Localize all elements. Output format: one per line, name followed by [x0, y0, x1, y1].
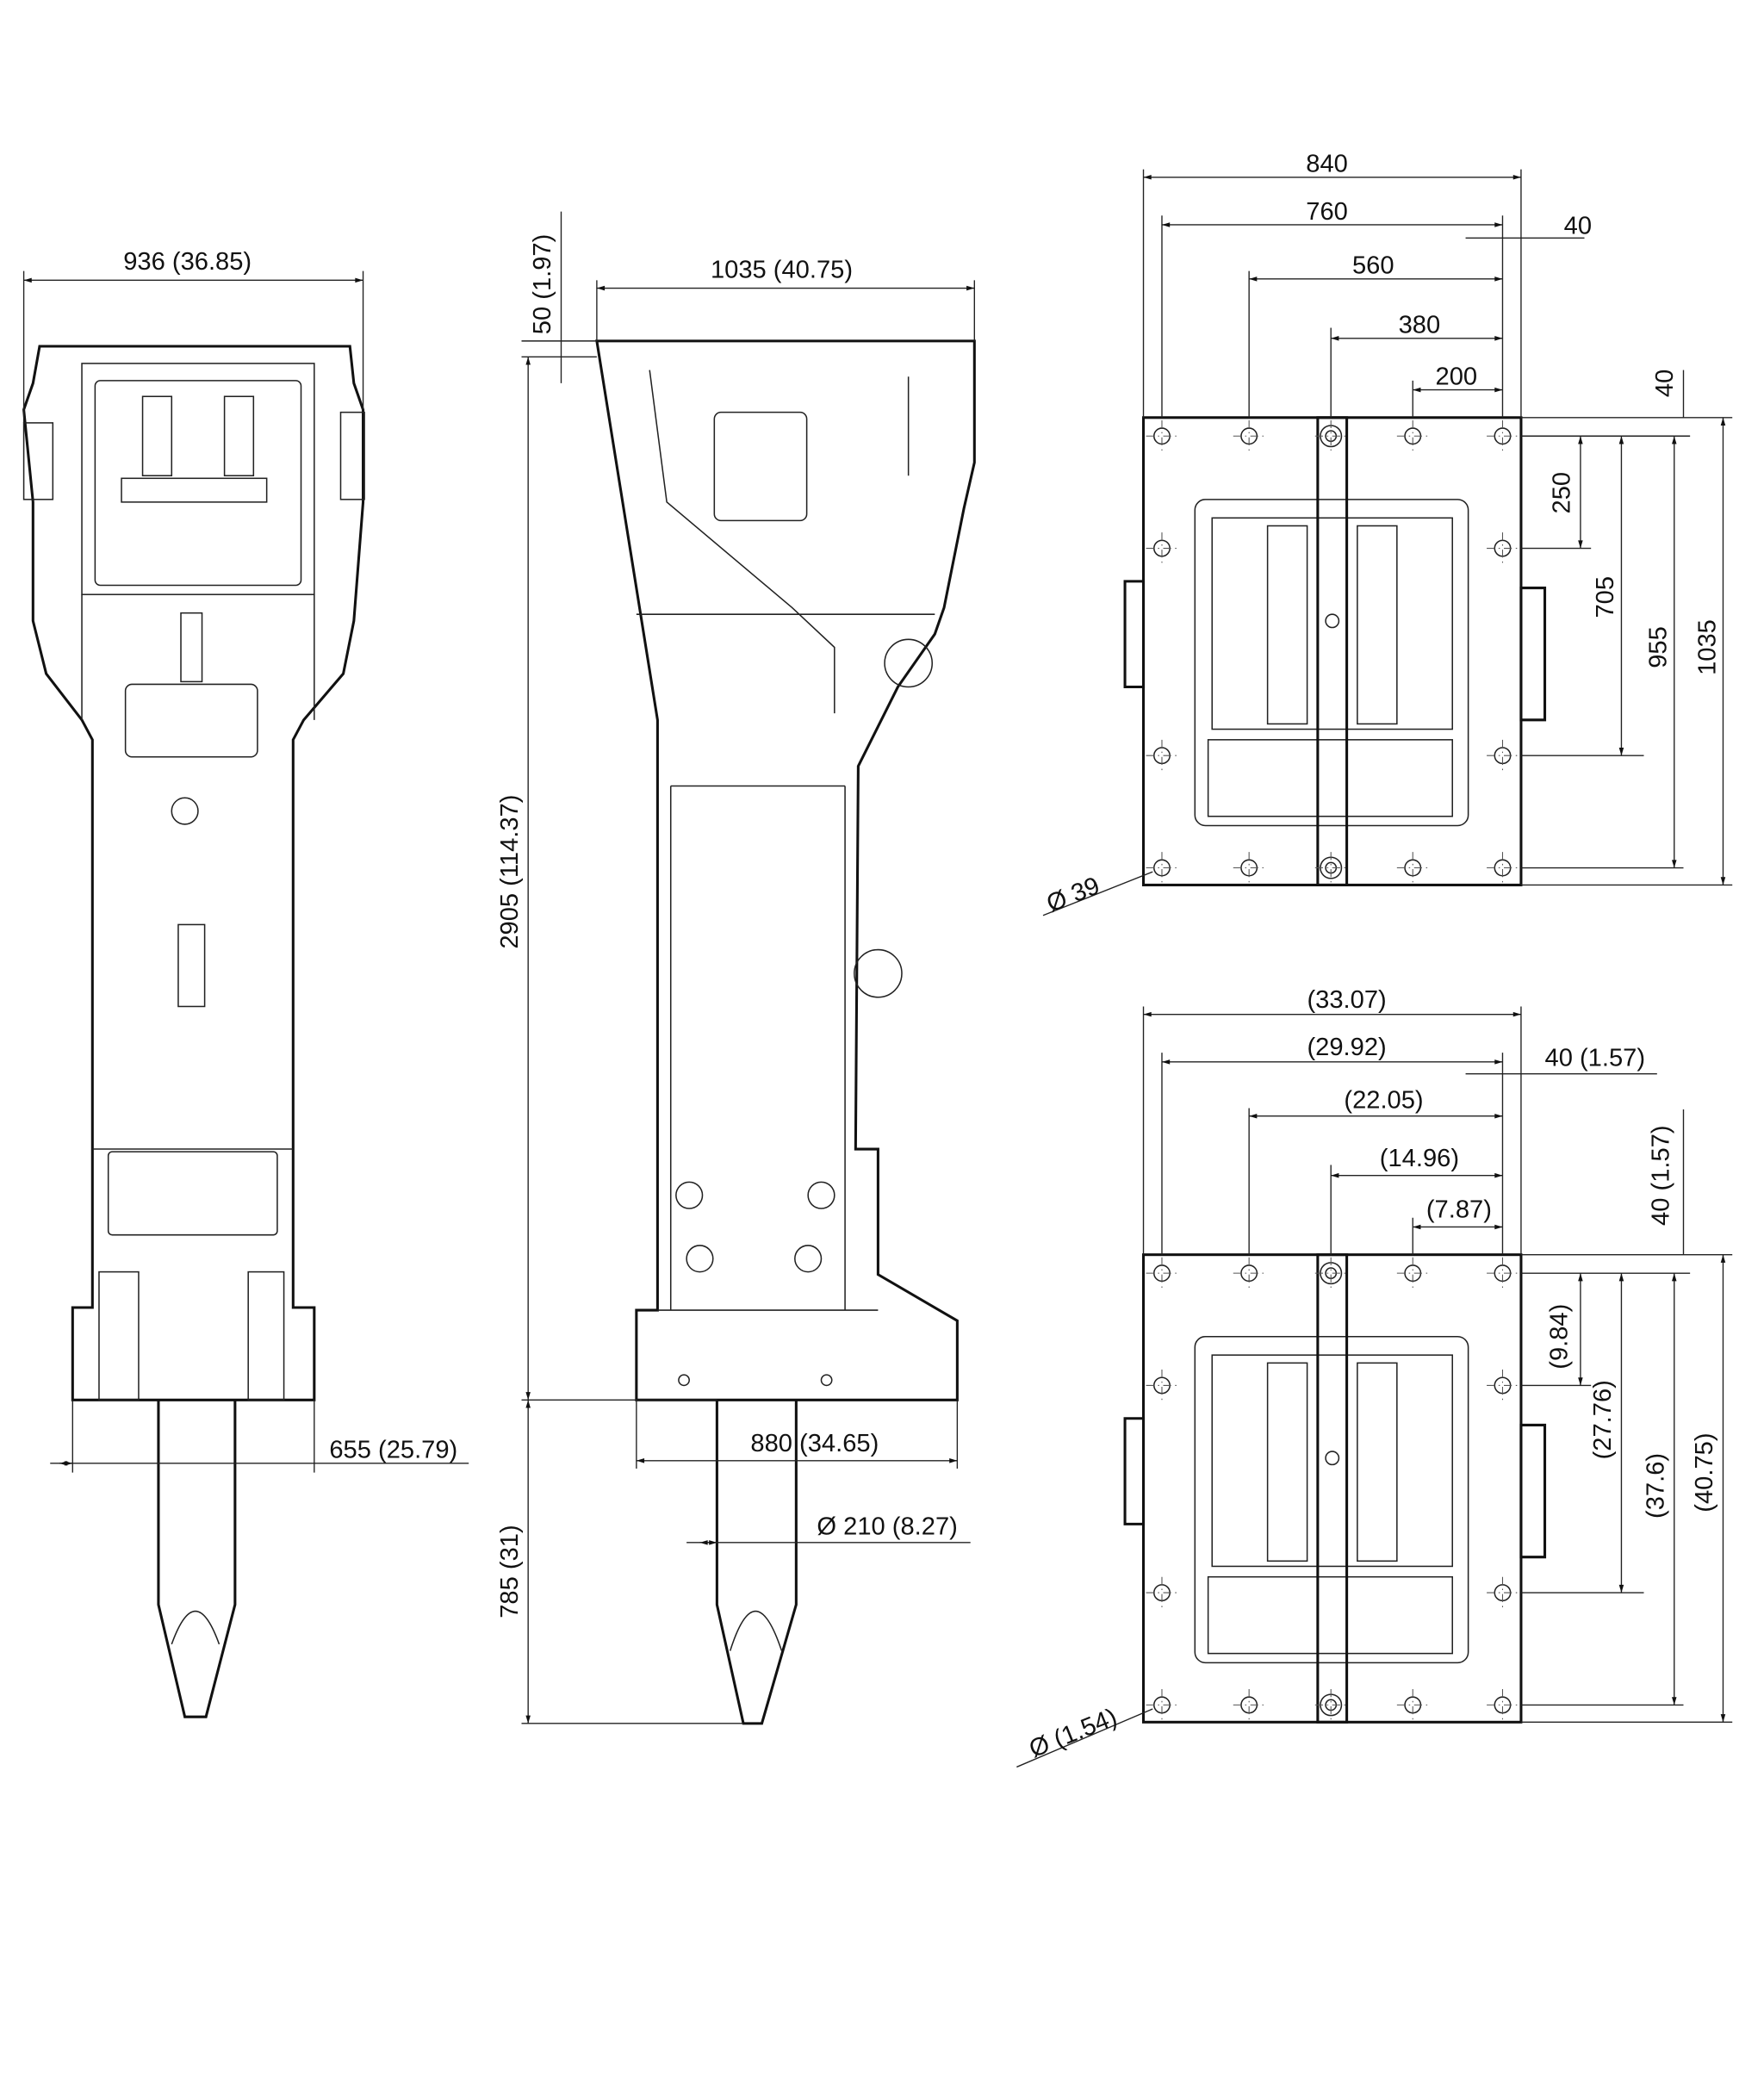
center-bar [1316, 416, 1349, 886]
dim-7-87: (7.87) [1426, 1196, 1492, 1224]
hammer-housing [1194, 1335, 1469, 1664]
housing-rib [1357, 525, 1398, 725]
dim-9-84: (9.84) [1546, 1304, 1574, 1370]
housing-rib [1266, 525, 1308, 725]
plate-outline [1141, 1253, 1523, 1724]
center-bar [1316, 1253, 1349, 1724]
dim-33-07: (33.07) [1307, 986, 1386, 1014]
side-view [595, 339, 976, 1725]
front-base-width-label: 655 (25.79) [329, 1437, 457, 1464]
plate-outline [1141, 416, 1523, 886]
side-tool-length-label: 785 (31) [496, 1525, 524, 1618]
dim-380: 380 [1399, 312, 1441, 339]
dim-1-57-vertical: 40 (1.57) [1648, 1125, 1675, 1226]
front-dimensions: 936 (36.85) 655 (25.79) [22, 248, 469, 1473]
side-dimensions: 1035 (40.75) 50 (1.97) 2905 (114.37) 785… [496, 211, 975, 1724]
dim-27-76: (27.76) [1589, 1380, 1617, 1459]
plate-imperial-dimensions: (33.07) (29.92) 40 (1.57) (22.05) (14.96… [1016, 986, 1733, 1768]
side-width-label: 1035 (40.75) [711, 256, 853, 283]
mounting-plate-metric [1123, 416, 1547, 886]
front-chisel [157, 1400, 237, 1718]
plate-ear [1123, 1417, 1547, 1559]
hammer-housing [1194, 499, 1469, 827]
dim-955: 955 [1645, 626, 1673, 668]
dim-hole-diameter: Ø 39 [1043, 872, 1104, 917]
plate-ear [1123, 580, 1547, 722]
front-view [22, 345, 365, 1718]
dim-1035: 1035 [1693, 619, 1721, 675]
bolt-icon [1325, 1451, 1340, 1466]
dim-1-57-horizontal: 40 (1.57) [1545, 1044, 1646, 1072]
housing-top [1211, 1354, 1453, 1568]
side-tool-diameter-label: Ø 210 (8.27) [817, 1513, 957, 1541]
dim-hole-diameter-imperial: Ø (1.54) [1025, 1704, 1121, 1764]
dim-14-96: (14.96) [1380, 1145, 1459, 1172]
front-width-label: 936 (36.85) [123, 248, 252, 276]
bolt-icon [1325, 613, 1340, 629]
side-height-label: 2905 (114.37) [496, 795, 524, 949]
dim-40-horizontal: 40 [1564, 213, 1592, 240]
dim-560: 560 [1352, 252, 1394, 280]
dim-840: 840 [1306, 151, 1348, 178]
dim-200: 200 [1436, 363, 1478, 390]
dim-705: 705 [1592, 576, 1619, 618]
front-body-outline [22, 345, 365, 1401]
dim-760: 760 [1306, 198, 1348, 226]
housing-rib [1266, 1362, 1308, 1562]
side-top-offset-label: 50 (1.97) [529, 234, 556, 335]
dim-250: 250 [1549, 472, 1576, 514]
housing-rib [1357, 1362, 1398, 1562]
mounting-plate-imperial [1123, 1253, 1547, 1724]
valve-block [1207, 1575, 1453, 1655]
side-base-width-label: 880 (34.65) [750, 1430, 879, 1457]
plate-metric-dimensions: 840 760 40 560 380 200 40 250 705 955 10… [1043, 151, 1733, 918]
valve-block [1207, 739, 1453, 817]
dim-29-92: (29.92) [1307, 1034, 1386, 1061]
dim-40-vertical: 40 [1651, 370, 1679, 397]
dim-37-6: (37.6) [1642, 1453, 1669, 1519]
side-chisel [715, 1400, 798, 1725]
dim-40-75: (40.75) [1691, 1432, 1718, 1512]
side-body-outline [595, 339, 976, 1401]
dim-22-05: (22.05) [1344, 1087, 1423, 1115]
housing-top [1211, 517, 1453, 730]
